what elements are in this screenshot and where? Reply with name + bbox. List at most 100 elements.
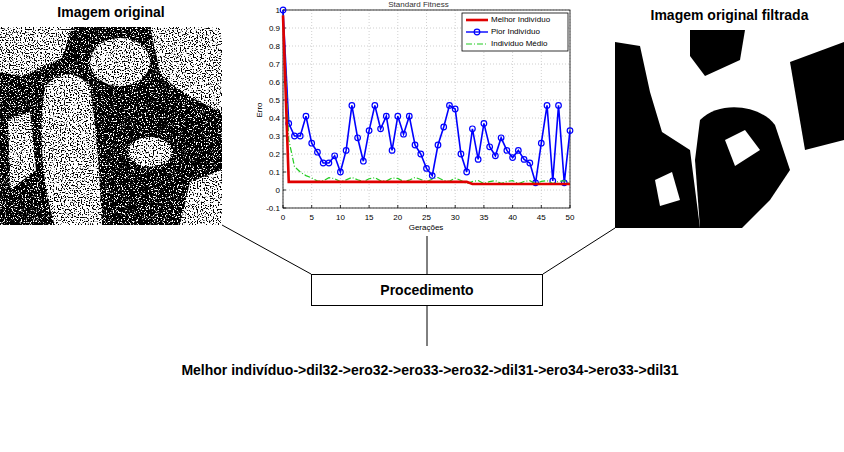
noisy-image: Imagem original	[0, 27, 222, 225]
connector-line	[427, 236, 428, 274]
image-ground	[0, 27, 222, 225]
worst-marker	[418, 151, 424, 157]
worst-marker	[441, 124, 447, 130]
axis-tick: 0.6	[269, 77, 280, 88]
worst-marker	[470, 126, 476, 132]
worst-marker	[332, 153, 338, 159]
tick-mark	[283, 172, 286, 173]
tick-mark	[283, 190, 286, 191]
tick-mark	[570, 205, 571, 208]
axis-tick: 1	[276, 5, 280, 16]
worst-marker	[544, 103, 550, 109]
tick-mark	[455, 205, 456, 208]
worst-marker	[389, 148, 395, 154]
axis-tick: 0.9	[269, 23, 280, 34]
tick-mark	[369, 205, 370, 208]
worst-marker	[504, 148, 510, 154]
axis-tick: 0.3	[269, 131, 280, 142]
worst-marker	[361, 158, 367, 164]
worst-marker	[475, 157, 481, 163]
legend-marker	[474, 29, 480, 35]
axis-tick: 40	[508, 212, 517, 223]
worst-marker	[567, 128, 573, 134]
worst-marker	[539, 140, 545, 146]
worst-marker	[412, 142, 418, 148]
image-heading: Imagem original	[57, 3, 164, 21]
filtered-peppers-image	[615, 30, 844, 228]
worst-marker	[447, 103, 453, 109]
worst-marker	[498, 135, 504, 141]
worst-marker	[303, 113, 309, 119]
highlight	[725, 130, 760, 166]
worst-marker	[372, 103, 378, 109]
chart-title: Standard Fitness	[388, 0, 448, 10]
axis-tick: 30	[451, 212, 460, 223]
worst-marker	[406, 113, 412, 119]
process-box: Procedimento	[311, 274, 543, 306]
axis-tick: 0.8	[269, 41, 280, 52]
legend-text: Indivíduo Médio	[491, 39, 547, 49]
axis-tick: 0.5	[269, 95, 280, 106]
plot-frame	[283, 10, 570, 208]
worst-marker	[521, 157, 527, 163]
legend-sample	[466, 19, 488, 22]
worst-marker	[292, 133, 298, 139]
worst-marker	[401, 131, 407, 137]
tick-mark	[283, 154, 286, 155]
filtered-image: Imagem original filtrada	[615, 30, 844, 228]
noisy-peppers-image	[0, 27, 222, 225]
image-ground	[615, 30, 844, 228]
worst-marker	[435, 142, 441, 148]
pepper-noise	[0, 27, 222, 225]
worst-marker	[452, 106, 458, 112]
worst-marker	[481, 121, 487, 127]
image-heading: Imagem original filtrada	[651, 6, 809, 24]
axis-tick: 25	[422, 212, 431, 223]
grid-line	[426, 10, 427, 208]
worst-marker	[355, 135, 361, 141]
worst-marker	[487, 144, 493, 150]
worst-marker	[424, 166, 430, 172]
worst-marker	[280, 7, 286, 13]
axis-tick: 20	[393, 212, 402, 223]
worst-marker	[493, 153, 499, 159]
axis-tick: -0.1	[266, 203, 280, 214]
tick-mark	[512, 205, 513, 208]
worst-marker	[527, 160, 533, 166]
mean-series	[283, 15, 570, 183]
axis-title: Gerações	[409, 222, 444, 233]
tick-mark	[483, 205, 484, 208]
axis-tick: 15	[365, 212, 374, 223]
axis-tick: 50	[566, 212, 575, 223]
dark-region	[790, 42, 844, 150]
axis-tick: 45	[537, 212, 546, 223]
axis-tick: 0	[281, 212, 285, 223]
worst-marker	[378, 126, 384, 132]
connector-line	[543, 228, 615, 274]
plot-area	[283, 10, 570, 208]
worst-marker	[338, 169, 344, 175]
worst-marker	[309, 140, 315, 146]
legend-text: Melhor Indivíduo	[491, 15, 550, 25]
worst-marker	[458, 151, 464, 157]
worst-marker	[516, 148, 522, 154]
legend-text: Pior Indivíduo	[491, 27, 540, 37]
worst-marker	[297, 133, 303, 139]
worst-marker	[464, 169, 470, 175]
legend-box	[462, 13, 568, 51]
worst-series	[283, 10, 570, 183]
axis-tick: 0.1	[269, 167, 280, 178]
legend-sample	[466, 31, 488, 32]
worst-marker	[556, 103, 562, 109]
worst-marker	[384, 113, 390, 119]
dark-region	[690, 30, 745, 76]
worst-marker	[510, 155, 516, 161]
connector-line	[222, 225, 311, 274]
tick-mark	[283, 136, 286, 137]
tick-mark	[311, 205, 312, 208]
tick-mark	[340, 205, 341, 208]
result-sequence: Melhor indivíduo->dil32->ero32->ero33->e…	[181, 362, 678, 379]
axis-tick: 0.4	[269, 113, 280, 124]
dark-pepper	[695, 107, 790, 228]
